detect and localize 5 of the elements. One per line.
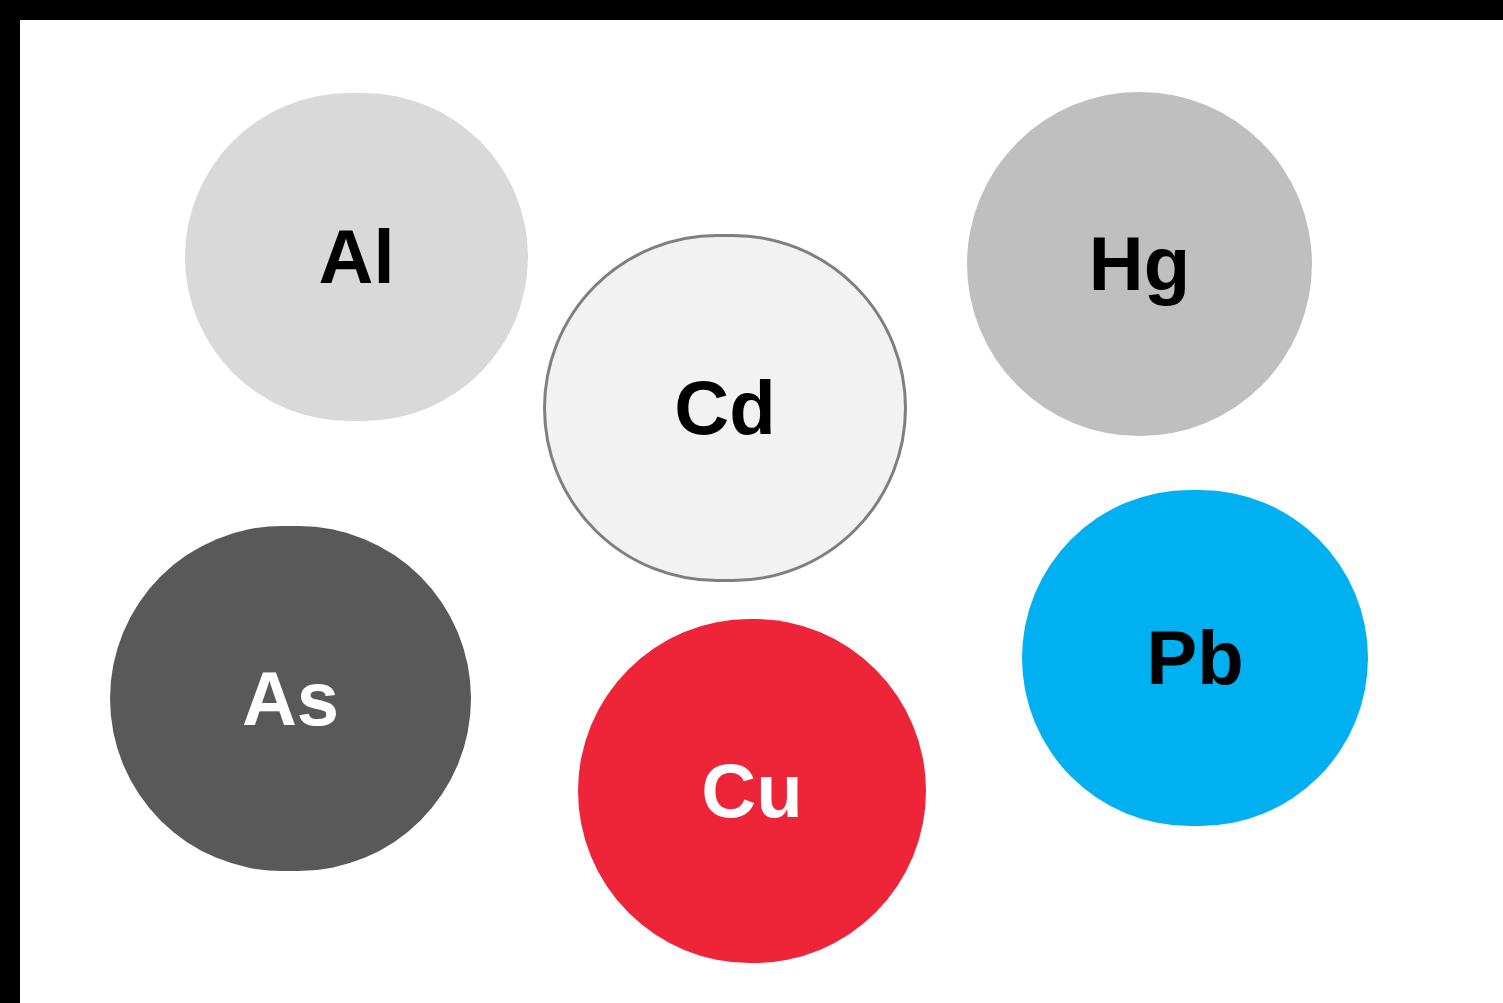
element-symbol: Cu	[701, 753, 803, 829]
element-symbol: As	[241, 660, 340, 737]
element-symbol: Pb	[1146, 620, 1244, 696]
element-symbol: Al	[318, 219, 395, 295]
element-symbol: Cd	[674, 370, 776, 446]
